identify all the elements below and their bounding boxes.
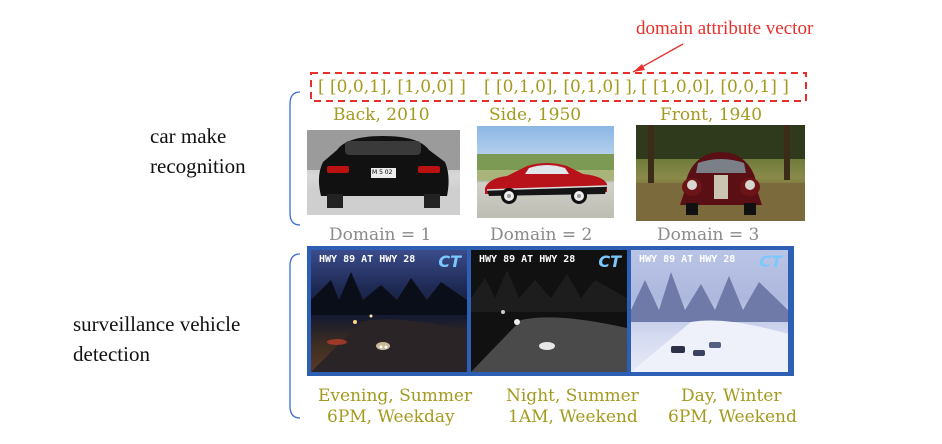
- car-photo-back: M 5 02: [307, 130, 460, 215]
- surveillance-caption-1-line1: Evening, Summer: [318, 386, 473, 406]
- surveillance-row-label: surveillance vehicle detection: [73, 309, 240, 369]
- surveillance-panel: HWY 89 AT HWY 28 CT HWY 89 AT HWY 28 CT …: [307, 246, 794, 376]
- cam-night-drawing: [471, 270, 627, 372]
- annotation-label: domain attribute vector: [636, 18, 814, 39]
- cam-title-2: HWY 89 AT HWY 28: [479, 254, 576, 265]
- vector-3: [ [1,0,0], [0,0,1] ]: [641, 77, 789, 97]
- car-front-drawing: [636, 125, 805, 221]
- car-back-drawing: [307, 130, 460, 215]
- car-row-label: car make recognition: [150, 121, 246, 181]
- cam-image-night: HWY 89 AT HWY 28 CT: [471, 250, 627, 372]
- surveillance-row-bracket: [289, 253, 301, 419]
- surveillance-row-label-line1: surveillance vehicle: [73, 312, 241, 336]
- cam-image-day-winter: HWY 89 AT HWY 28 CT: [631, 250, 788, 372]
- cam-logo-icon: CT: [438, 252, 461, 271]
- car-caption-3: Front, 1940: [660, 105, 763, 125]
- surveillance-row-label-line2: detection: [73, 342, 150, 366]
- car-row-label-line1: car make: [150, 124, 227, 148]
- cam-winter-drawing: [631, 272, 788, 372]
- vector-1: [ [0,0,1], [1,0,0] ]: [318, 77, 466, 97]
- cam-logo-icon: CT: [598, 252, 621, 271]
- car-row-bracket: [289, 91, 301, 226]
- surveillance-caption-1-line2: 6PM, Weekday: [327, 407, 455, 427]
- car-photo-front: [636, 125, 805, 221]
- surveillance-caption-2-line2: 1AM, Weekend: [508, 407, 638, 427]
- domain-label-3: Domain = 3: [657, 225, 760, 245]
- license-plate-text: M 5 02: [372, 169, 393, 176]
- surveillance-caption-3-line1: Day, Winter: [681, 386, 782, 406]
- car-row-label-line2: recognition: [150, 154, 246, 178]
- cam-image-evening: HWY 89 AT HWY 28 CT: [311, 250, 467, 372]
- cam-evening-drawing: [311, 272, 467, 372]
- cam-title-1: HWY 89 AT HWY 28: [319, 254, 416, 265]
- domain-label-2: Domain = 2: [490, 225, 593, 245]
- cam-title-3: HWY 89 AT HWY 28: [639, 254, 736, 265]
- surveillance-caption-3-line2: 6PM, Weekend: [668, 407, 797, 427]
- car-side-drawing: [477, 154, 614, 204]
- car-caption-1: Back, 2010: [333, 105, 430, 125]
- domain-label-1: Domain = 1: [329, 225, 432, 245]
- car-photo-side: [477, 126, 614, 218]
- surveillance-caption-2-line1: Night, Summer: [506, 386, 639, 406]
- vector-2: [ [0,1,0], [0,1,0] ],: [484, 77, 638, 97]
- car-caption-2: Side, 1950: [489, 105, 582, 125]
- cam-logo-icon: CT: [759, 252, 782, 271]
